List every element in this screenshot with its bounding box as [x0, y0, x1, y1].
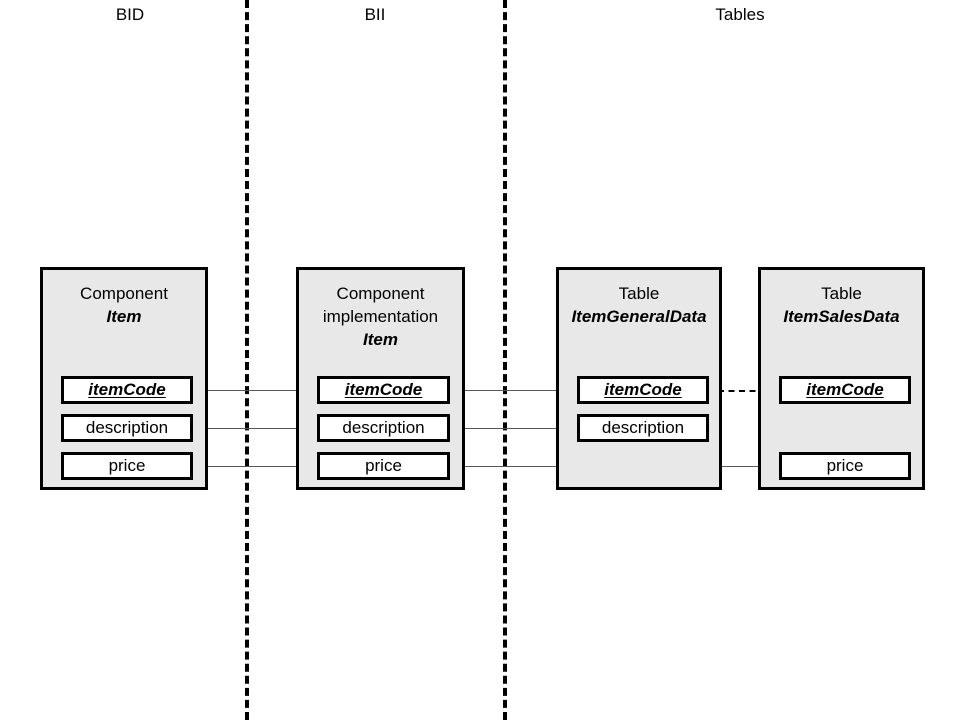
connector-description-bii-table	[462, 428, 560, 429]
connector-itemcode-bii-table	[462, 390, 560, 391]
entity-title-component-implementation-item: Component implementation Item	[299, 282, 462, 351]
entity-title-component-item: Component Item	[43, 282, 205, 328]
field-description[interactable]: description	[317, 414, 450, 442]
entity-kind-label: Component	[336, 284, 425, 303]
entity-name-label: Item	[363, 330, 398, 349]
entity-kind-label: Table	[821, 284, 862, 303]
column-header-tables: Tables	[715, 5, 765, 24]
entity-title-table-itemgeneraldata: Table ItemGeneralData	[559, 282, 719, 328]
entity-table-itemsalesdata[interactable]: Table ItemSalesData itemCode price	[758, 267, 925, 490]
entity-name-label: Item	[106, 307, 142, 326]
column-header-bid: BID	[115, 5, 145, 24]
field-price[interactable]: price	[779, 452, 911, 480]
separator-bid-bii	[245, 0, 249, 720]
field-price[interactable]: price	[61, 452, 193, 480]
field-description[interactable]: description	[61, 414, 193, 442]
entity-name-label: ItemSalesData	[783, 307, 900, 326]
field-itemcode[interactable]: itemCode	[61, 376, 193, 404]
separator-bii-tables	[503, 0, 507, 720]
connector-itemcode-bid-bii	[205, 390, 299, 391]
entity-kind-label: Component	[80, 284, 168, 303]
entity-title-table-itemsalesdata: Table ItemSalesData	[761, 282, 922, 328]
connector-price-bid-bii	[205, 466, 299, 467]
field-itemcode[interactable]: itemCode	[317, 376, 450, 404]
entity-table-itemgeneraldata[interactable]: Table ItemGeneralData itemCode descripti…	[556, 267, 722, 490]
column-header-bii: BII	[364, 5, 386, 24]
entity-kind-label-2: implementation	[322, 307, 439, 326]
entity-component-implementation-item[interactable]: Component implementation Item itemCode d…	[296, 267, 465, 490]
entity-kind-label: Table	[618, 284, 660, 303]
connector-description-bid-bii	[205, 428, 299, 429]
field-itemcode[interactable]: itemCode	[779, 376, 911, 404]
field-price[interactable]: price	[317, 452, 450, 480]
fk-reference-line	[718, 390, 766, 392]
field-description[interactable]: description	[577, 414, 709, 442]
field-itemcode[interactable]: itemCode	[577, 376, 709, 404]
entity-component-item[interactable]: Component Item itemCode description pric…	[40, 267, 208, 490]
entity-name-label: ItemGeneralData	[571, 307, 707, 326]
